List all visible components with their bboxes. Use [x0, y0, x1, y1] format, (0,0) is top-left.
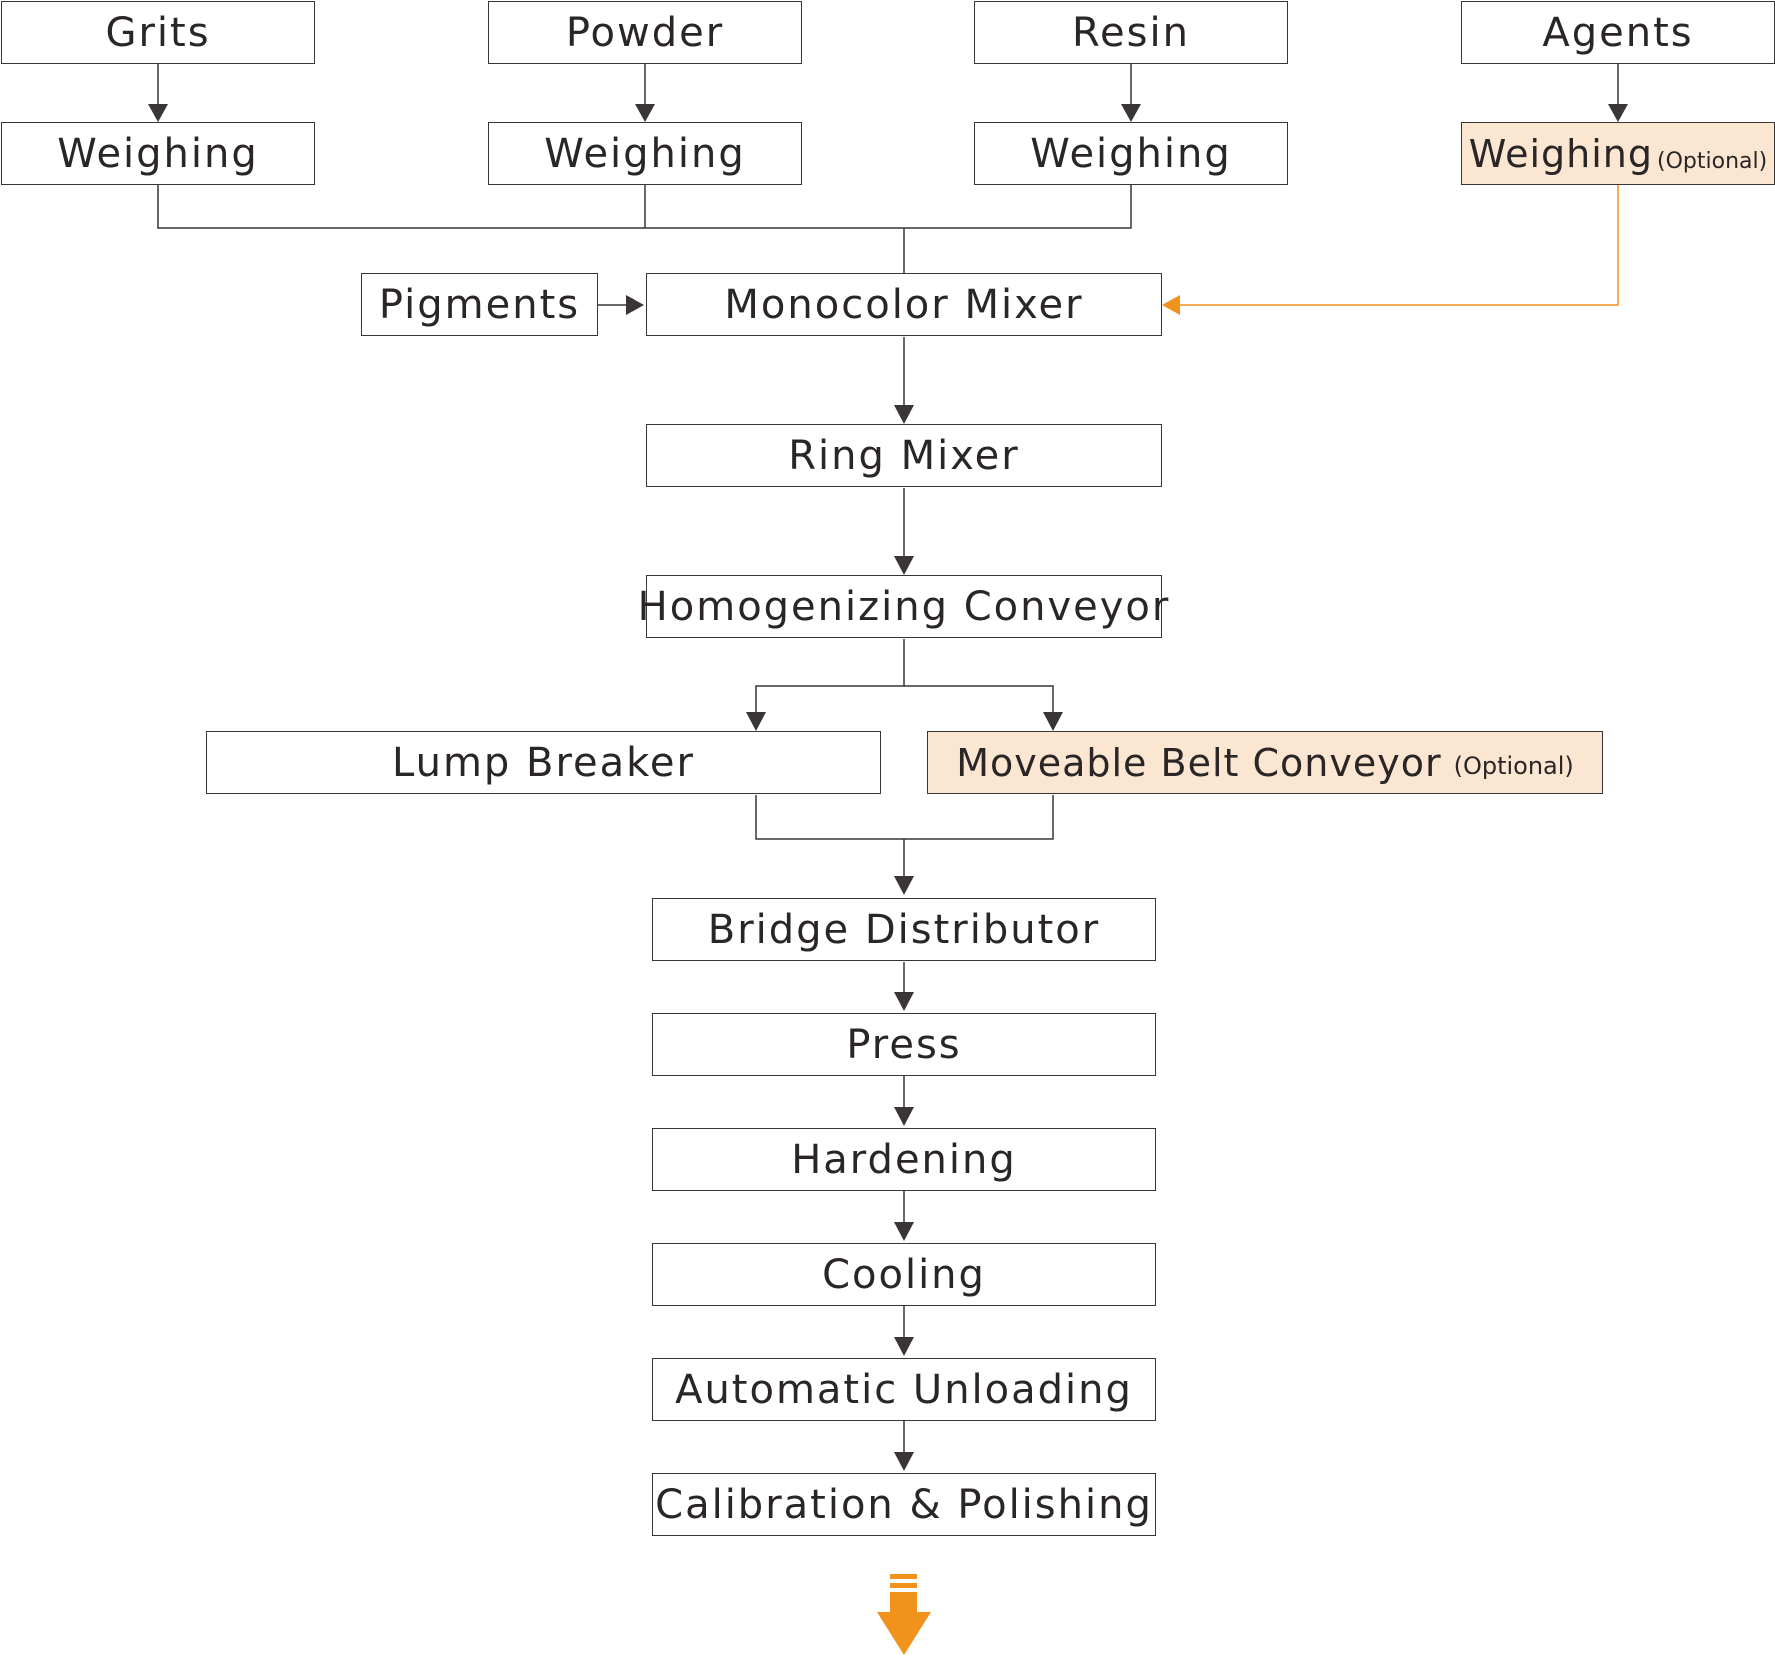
weighing-resin: Weighing — [974, 122, 1288, 185]
input-grits: Grits — [1, 1, 315, 64]
ring-mixer: Ring Mixer — [646, 424, 1162, 487]
arrowhead — [635, 104, 655, 122]
moveable-belt-conveyor-optional: Moveable Belt Conveyor (Optional) — [927, 731, 1603, 794]
weighing-agents-optional: Weighing(Optional) — [1461, 122, 1775, 185]
arrowhead — [746, 712, 766, 731]
input-resin: Resin — [974, 1, 1288, 64]
arrowhead — [1043, 712, 1063, 731]
connector-agents-mixer-optional — [1180, 185, 1619, 306]
connector-homogenizing-split — [755, 639, 905, 716]
press: Press — [652, 1013, 1156, 1076]
weighing-grits: Weighing — [1, 122, 315, 185]
calibration-polishing: Calibration & Polishing — [652, 1473, 1156, 1536]
monocolor-mixer: Monocolor Mixer — [646, 273, 1162, 336]
arrowhead — [894, 1337, 914, 1356]
hardening: Hardening — [652, 1128, 1156, 1191]
homogenizing-conveyor: Homogenizing Conveyor — [638, 575, 1168, 638]
arrowhead — [1121, 104, 1141, 122]
arrowhead — [894, 992, 914, 1011]
arrowhead — [894, 405, 914, 424]
optional-note: (Optional) — [1657, 149, 1768, 174]
arrowhead — [894, 876, 914, 895]
input-agents: Agents — [1461, 1, 1775, 64]
optional-note: (Optional) — [1453, 751, 1574, 780]
arrowhead — [626, 295, 644, 315]
lump-breaker: Lump Breaker — [206, 731, 881, 794]
bridge-distributor: Bridge Distributor — [652, 898, 1156, 961]
weighing-powder: Weighing — [488, 122, 802, 185]
arrowhead — [894, 1452, 914, 1471]
connector-split-belt — [904, 685, 1054, 716]
weighing-agents-label: Weighing — [1468, 131, 1654, 176]
arrowhead — [894, 1107, 914, 1126]
connector-join — [755, 795, 1054, 840]
arrowhead — [894, 556, 914, 575]
automatic-unloading: Automatic Unloading — [652, 1358, 1156, 1421]
arrowhead — [894, 1222, 914, 1241]
down-arrow-icon — [877, 1574, 931, 1655]
arrowhead — [148, 104, 168, 122]
moveable-belt-conveyor-label: Moveable Belt Conveyor — [956, 740, 1442, 785]
input-powder: Powder — [488, 1, 802, 64]
arrowhead-optional — [1162, 295, 1180, 315]
pigments: Pigments — [361, 273, 598, 336]
cooling: Cooling — [652, 1243, 1156, 1306]
arrowhead — [1608, 104, 1628, 122]
